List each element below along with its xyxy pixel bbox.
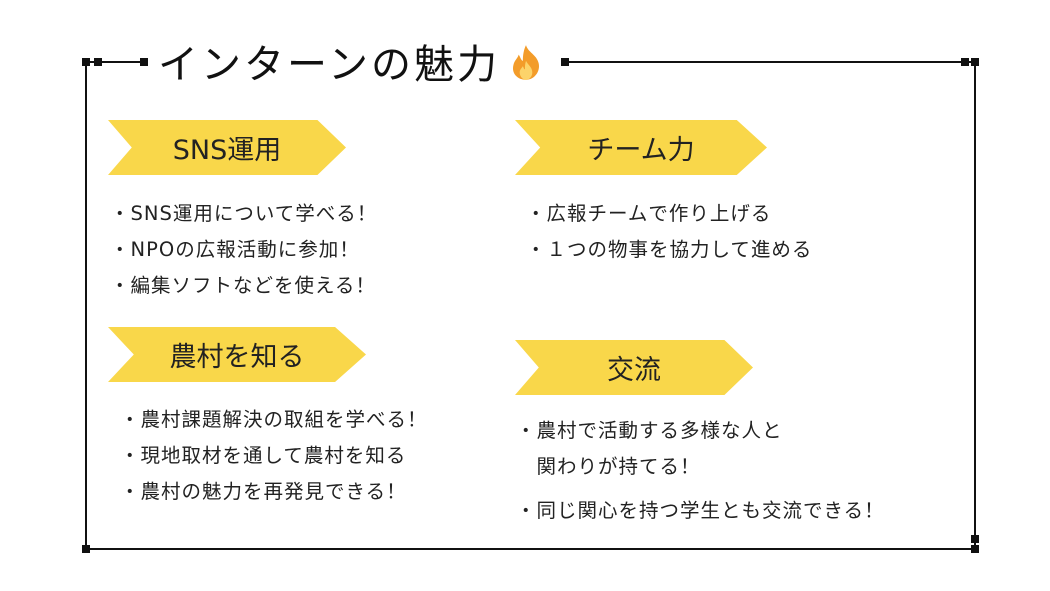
frame-bottom [85,548,976,550]
frame-corner [971,545,979,553]
list-item: ・１つの物事を協力して進める [526,238,813,261]
frame-corner [82,58,90,66]
list-item: ・同じ関心を持つ学生とも交流できる！ [516,499,885,522]
list-item: ・SNS運用について学べる！ [110,202,378,225]
fire-icon [512,45,540,80]
frame-corner [971,58,979,66]
list-exchange: ・農村で活動する多様な人と 関わりが持てる！ ・同じ関心を持つ学生とも交流できる… [516,413,885,529]
frame-node [971,535,979,543]
heading-label: チーム力 [587,135,695,166]
list-item: ・編集ソフトなどを使える！ [110,274,376,297]
list-item: 関わりが持てる！ [516,455,701,478]
list-item: ・広報チームで作り上げる [526,202,772,225]
heading-sns: SNS運用 [108,120,346,175]
heading-rural: 農村を知る [108,327,366,382]
frame-node [561,58,569,66]
list-rural: ・農村課題解決の取組を学べる！ ・現地取材を通して農村を知る ・農村の魅力を再発… [120,402,428,510]
frame-top-right [565,61,976,63]
list-item: ・農村課題解決の取組を学べる！ [120,408,428,431]
heading-team: チーム力 [515,120,767,175]
list-item: ・現地取材を通して農村を知る [120,444,407,467]
list-item: ・農村で活動する多様な人と [516,419,783,442]
frame-node [140,58,148,66]
heading-exchange: 交流 [515,340,753,395]
frame-node [94,58,102,66]
frame-corner [82,545,90,553]
frame-left [85,61,87,550]
heading-label: 農村を知る [169,342,305,373]
frame-right [974,61,976,550]
frame-top-left [85,61,145,63]
page-title: インターンの魅力 [158,42,500,88]
heading-label: 交流 [607,355,661,386]
list-team: ・広報チームで作り上げる ・１つの物事を協力して進める [526,196,812,268]
list-item: ・NPOの広報活動に参加！ [110,238,360,261]
frame-corner [961,58,969,66]
list-item: ・農村の魅力を再発見できる！ [120,480,407,503]
list-sns: ・SNS運用について学べる！ ・NPOの広報活動に参加！ ・編集ソフトなどを使え… [110,196,377,304]
heading-label: SNS運用 [172,135,282,166]
